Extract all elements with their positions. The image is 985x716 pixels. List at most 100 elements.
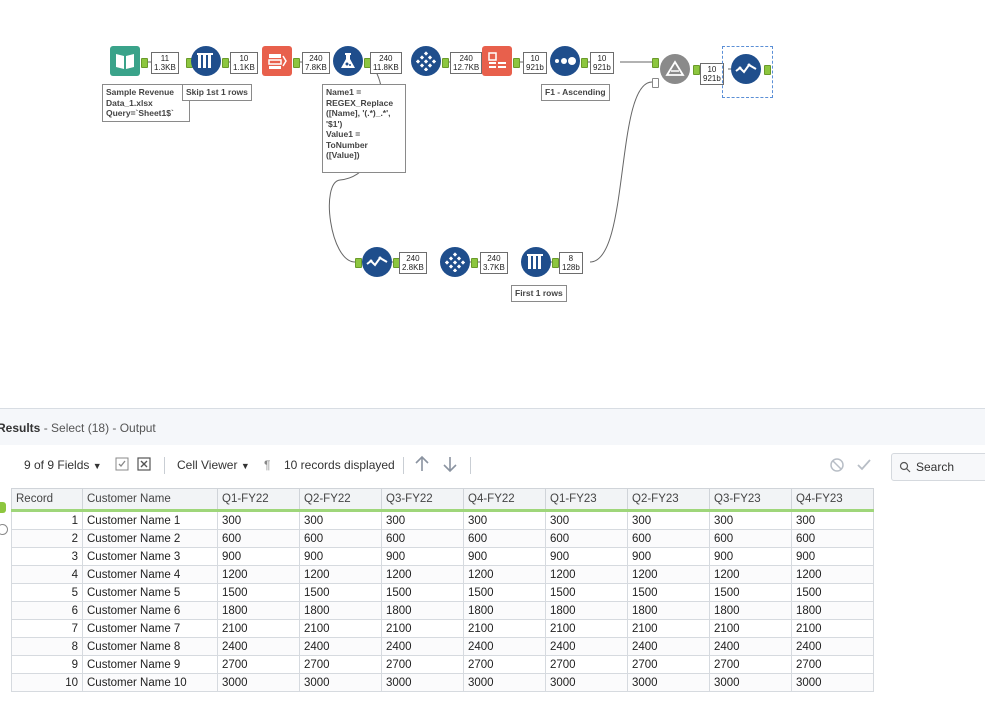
table-cell[interactable]: 600 (627, 529, 710, 548)
select-tool-lower[interactable] (362, 247, 392, 277)
column-header[interactable]: Q4-FY23 (791, 488, 874, 512)
results-grid[interactable]: Record Customer Name Q1-FY22 Q2-FY22 Q3-… (11, 488, 874, 692)
table-cell[interactable]: 2100 (217, 619, 300, 638)
record-number-cell[interactable]: 9 (11, 655, 83, 674)
output-anchor[interactable] (693, 65, 700, 75)
join-right-anchor[interactable] (652, 78, 659, 88)
select-tool[interactable] (262, 46, 292, 76)
input-anchor[interactable] (355, 258, 362, 268)
table-cell[interactable]: Customer Name 6 (82, 601, 218, 620)
table-cell[interactable]: 3000 (791, 673, 874, 692)
table-cell[interactable]: 600 (791, 529, 874, 548)
anchor-icon[interactable] (0, 502, 6, 513)
table-cell[interactable]: 3000 (545, 673, 628, 692)
table-cell[interactable]: 1500 (463, 583, 546, 602)
table-cell[interactable]: 600 (709, 529, 792, 548)
table-cell[interactable]: 1500 (299, 583, 382, 602)
table-cell[interactable]: 2100 (381, 619, 464, 638)
table-cell[interactable]: 900 (463, 547, 546, 566)
table-cell[interactable]: Customer Name 7 (82, 619, 218, 638)
table-cell[interactable]: 2100 (545, 619, 628, 638)
record-number-cell[interactable]: 6 (11, 601, 83, 620)
table-cell[interactable]: 2100 (791, 619, 874, 638)
column-header[interactable]: Q1-FY23 (545, 488, 628, 512)
table-cell[interactable]: 300 (217, 510, 300, 530)
column-header[interactable]: Customer Name (82, 488, 218, 512)
table-cell[interactable]: 1500 (791, 583, 874, 602)
table-cell[interactable]: 600 (463, 529, 546, 548)
table-cell[interactable]: 2700 (791, 655, 874, 674)
table-cell[interactable]: 600 (545, 529, 628, 548)
table-cell[interactable]: 1800 (381, 601, 464, 620)
table-cell[interactable]: Customer Name 8 (82, 637, 218, 656)
table-cell[interactable]: 1200 (709, 565, 792, 584)
output-anchor[interactable] (293, 58, 300, 68)
select-output-tool[interactable] (731, 54, 761, 84)
table-cell[interactable]: Customer Name 10 (82, 673, 218, 692)
table-cell[interactable]: Customer Name 9 (82, 655, 218, 674)
table-cell[interactable]: 1800 (791, 601, 874, 620)
table-cell[interactable]: 2100 (463, 619, 546, 638)
table-cell[interactable]: 300 (709, 510, 792, 530)
output-anchor[interactable] (471, 258, 478, 268)
table-cell[interactable]: 1800 (545, 601, 628, 620)
table-cell[interactable]: 600 (217, 529, 300, 548)
output-anchor[interactable] (222, 58, 229, 68)
column-header[interactable]: Record (11, 488, 83, 512)
table-cell[interactable]: 3000 (709, 673, 792, 692)
output-anchor[interactable] (552, 258, 559, 268)
table-cell[interactable]: 3000 (217, 673, 300, 692)
table-cell[interactable]: 1800 (217, 601, 300, 620)
table-cell[interactable]: 2700 (545, 655, 628, 674)
table-cell[interactable]: 900 (545, 547, 628, 566)
table-cell[interactable]: Customer Name 3 (82, 547, 218, 566)
table-cell[interactable]: 3000 (381, 673, 464, 692)
table-cell[interactable]: 600 (299, 529, 382, 548)
record-number-cell[interactable]: 3 (11, 547, 83, 566)
table-cell[interactable]: 300 (791, 510, 874, 530)
clear-icon[interactable] (137, 457, 151, 474)
table-cell[interactable]: 600 (381, 529, 464, 548)
sample-tool-lower[interactable] (521, 247, 551, 277)
pilcrow-icon[interactable]: ¶ (264, 458, 271, 472)
crosstab-tool[interactable] (482, 46, 512, 76)
table-cell[interactable]: 2700 (217, 655, 300, 674)
column-header[interactable]: Q2-FY22 (299, 488, 382, 512)
table-cell[interactable]: 900 (381, 547, 464, 566)
table-cell[interactable]: 2400 (381, 637, 464, 656)
table-cell[interactable]: 1800 (299, 601, 382, 620)
record-number-cell[interactable]: 4 (11, 565, 83, 584)
table-cell[interactable]: 2400 (709, 637, 792, 656)
column-header[interactable]: Q3-FY22 (381, 488, 464, 512)
table-cell[interactable]: 2700 (381, 655, 464, 674)
table-cell[interactable]: 2400 (791, 637, 874, 656)
checkbox-icon[interactable] (115, 457, 129, 474)
table-cell[interactable]: 900 (627, 547, 710, 566)
fields-dropdown[interactable]: 9 of 9 Fields ▼ (24, 458, 102, 472)
table-cell[interactable]: 2700 (709, 655, 792, 674)
table-cell[interactable]: 1200 (463, 565, 546, 584)
table-cell[interactable]: 1500 (709, 583, 792, 602)
table-cell[interactable]: 1800 (709, 601, 792, 620)
output-anchor[interactable] (141, 58, 148, 68)
table-cell[interactable]: 1500 (627, 583, 710, 602)
cell-viewer-dropdown[interactable]: Cell Viewer ▼ (177, 458, 250, 472)
table-cell[interactable]: 2400 (627, 637, 710, 656)
table-cell[interactable]: 300 (545, 510, 628, 530)
table-cell[interactable]: 1800 (627, 601, 710, 620)
table-cell[interactable]: 2400 (217, 637, 300, 656)
table-cell[interactable]: 900 (217, 547, 300, 566)
table-cell[interactable]: 2100 (299, 619, 382, 638)
output-anchor[interactable] (513, 58, 520, 68)
table-cell[interactable]: 300 (627, 510, 710, 530)
table-cell[interactable]: 3000 (299, 673, 382, 692)
